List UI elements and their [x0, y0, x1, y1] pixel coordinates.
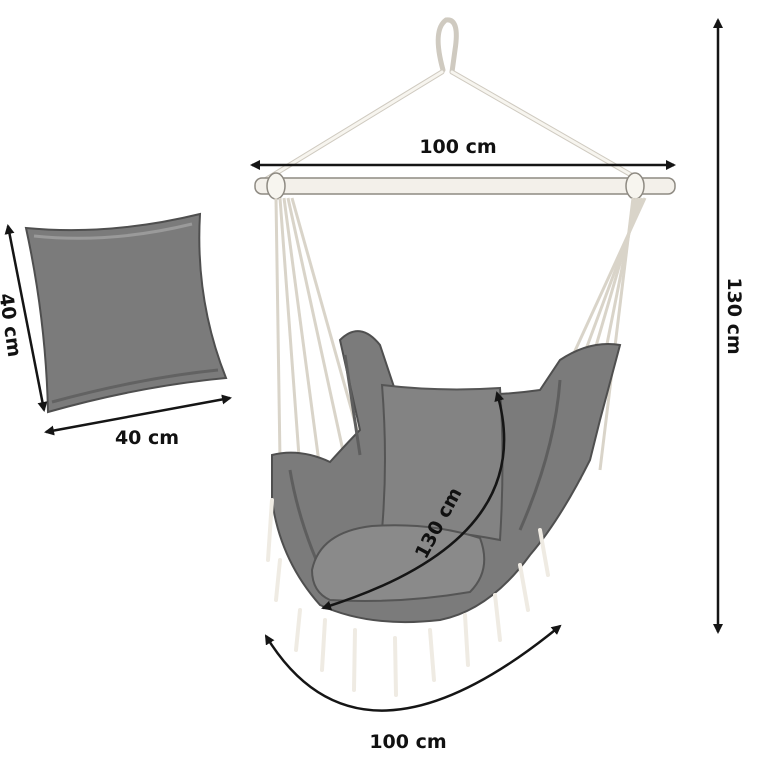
pillow-height-arrow	[4, 224, 48, 412]
seat-curve-arrow	[321, 391, 506, 611]
bottom-width-label: 100 cm	[369, 731, 446, 753]
pillow-width-arrow	[44, 394, 232, 436]
bottom-width-arrow	[264, 624, 562, 712]
dimension-arrows	[4, 18, 723, 712]
pillow-height-label: 40 cm	[0, 292, 25, 359]
pillow-illustration	[24, 212, 228, 414]
total-height-label: 130 cm	[723, 277, 745, 354]
wooden-bar	[254, 172, 676, 200]
bar-width-label: 100 cm	[419, 136, 496, 158]
pillow-width-label: 40 cm	[115, 427, 179, 449]
